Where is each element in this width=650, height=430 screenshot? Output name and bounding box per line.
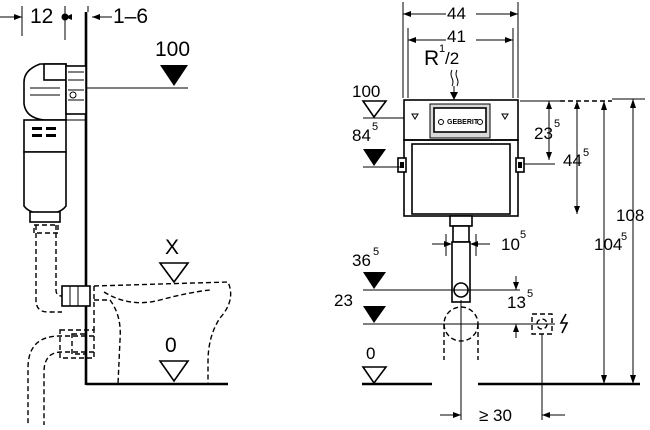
reference-dot-icon bbox=[61, 13, 69, 21]
dim-wall-1-6: 1–6 bbox=[87, 5, 148, 28]
pipe-10-5-sup: 5 bbox=[520, 229, 526, 241]
dim-108-label: 108 bbox=[616, 206, 644, 225]
flush-pipe-dashed bbox=[33, 224, 91, 313]
dim-depth-12: 12 bbox=[0, 5, 72, 40]
dim-23-5-label: 23 bbox=[534, 124, 553, 143]
dim-108: 108 bbox=[612, 98, 645, 384]
dim-23-5: 23 5 bbox=[520, 100, 560, 160]
connection-num-label: 1 bbox=[439, 43, 445, 55]
height-100-front: 100 bbox=[352, 82, 404, 119]
dim-wall-label: 1–6 bbox=[113, 5, 148, 28]
waste-pipe-dashed bbox=[27, 329, 95, 425]
pipe-10-5-label: 10 bbox=[501, 235, 520, 254]
dim-min-distance: ≥ 30 bbox=[440, 406, 565, 425]
cistern-front-body bbox=[397, 139, 525, 217]
height-36-5-sup: 5 bbox=[373, 246, 379, 258]
dim-pipe-10-5: 10 5 bbox=[432, 229, 526, 254]
height-0-front: 0 bbox=[361, 344, 388, 385]
dim-width-41-label: 41 bbox=[447, 27, 466, 46]
height-x-label: X bbox=[165, 236, 179, 259]
dim-44-5: 44 5 bbox=[524, 100, 612, 214]
height-84-5-marker: 84 5 bbox=[352, 121, 404, 168]
side-view: 12 1–6 bbox=[0, 5, 232, 425]
height-84-label: 84 bbox=[352, 126, 371, 145]
cistern-body bbox=[23, 119, 86, 223]
height-23-low-label: 23 bbox=[334, 291, 353, 310]
svg-text:GEBERIT: GEBERIT bbox=[447, 119, 479, 126]
dim-13-5-label: 13 bbox=[507, 293, 526, 312]
flush-pipe-front bbox=[445, 215, 477, 303]
height-100-label: 100 bbox=[155, 38, 190, 61]
water-wave-icon bbox=[450, 69, 454, 87]
toilet-bowl-dashed bbox=[93, 281, 232, 385]
water-connection: R 1 /2 bbox=[424, 43, 459, 100]
height-0-marker: 0 bbox=[158, 334, 190, 383]
dim-44-5-sup: 5 bbox=[583, 147, 589, 159]
dim-23-5-sup: 5 bbox=[554, 118, 560, 130]
actuator-frame: GEBERIT bbox=[403, 99, 519, 141]
cistern-valve-housing bbox=[23, 63, 87, 121]
height-84-sup: 5 bbox=[372, 121, 378, 133]
height-36-5-label: 36 bbox=[352, 251, 371, 270]
height-0-front-label: 0 bbox=[366, 344, 375, 363]
dim-44-5-label: 44 bbox=[563, 151, 582, 170]
height-100-front-label: 100 bbox=[352, 82, 380, 101]
dim-depth-label: 12 bbox=[30, 5, 53, 28]
inlet-arrow-icon bbox=[450, 92, 458, 100]
height-x-marker: X bbox=[158, 236, 190, 284]
dim-width-44-label: 44 bbox=[447, 4, 466, 23]
dim-width-41: 41 bbox=[407, 27, 514, 98]
dim-104-5-sup: 5 bbox=[621, 231, 627, 243]
power-socket bbox=[531, 313, 569, 420]
drain-dashed bbox=[443, 300, 479, 420]
dim-13-5: 13 5 bbox=[507, 276, 533, 338]
dim-13-5-sup: 5 bbox=[527, 288, 533, 300]
electric-bolt-icon bbox=[559, 313, 569, 334]
dim-width-44: 44 bbox=[402, 2, 519, 98]
dim-104-5: 104 5 bbox=[594, 101, 627, 384]
min-distance-label: ≥ 30 bbox=[479, 406, 512, 425]
dim-104-5-label: 104 bbox=[594, 235, 622, 254]
connection-r-label: R bbox=[424, 47, 439, 70]
height-23-marker: 23 bbox=[334, 291, 555, 325]
height-100-marker: 100 bbox=[86, 38, 190, 89]
front-view: 44 41 R 1 /2 GEBERIT bbox=[334, 2, 645, 425]
connection-den-label: /2 bbox=[445, 49, 459, 68]
height-0-label: 0 bbox=[165, 334, 177, 357]
height-36-5-marker: 36 5 bbox=[352, 246, 520, 291]
